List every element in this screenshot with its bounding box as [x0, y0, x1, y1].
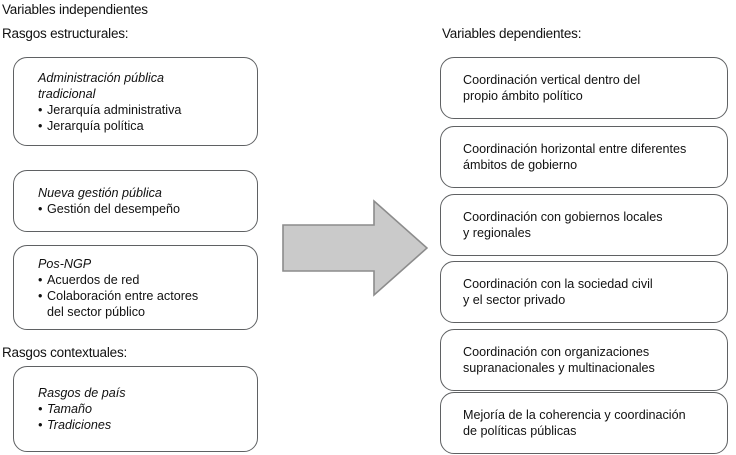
list-item: Colaboración entre actores del sector pú…: [38, 288, 247, 320]
box-title: Pos-NGP: [38, 256, 92, 271]
box-title: Rasgos de país: [38, 385, 126, 400]
box-administracion-publica-tradicional: Administración pública tradicional Jerar…: [13, 57, 258, 146]
right-arrow-icon: [282, 196, 429, 300]
heading-contextual-features: Rasgos contextuales:: [2, 345, 128, 360]
heading-dependent-variables: Variables dependientes:: [442, 26, 582, 41]
box-mejoria-coherencia: Mejoría de la coherencia y coordinación …: [440, 392, 728, 454]
box-coordinacion-vertical: Coordinación vertical dentro del propio …: [440, 57, 728, 119]
box-title: Administración pública tradicional: [38, 70, 164, 101]
list-item: Tamaño: [38, 401, 247, 417]
box-pos-ngp: Pos-NGP Acuerdos de red Colaboración ent…: [13, 245, 258, 330]
box-nueva-gestion-publica: Nueva gestión pública Gestión del desemp…: [13, 170, 258, 232]
box-bullet-list: Jerarquía administrativa Jerarquía polít…: [38, 102, 247, 134]
list-item: Acuerdos de red: [38, 271, 247, 287]
box-coordinacion-organizaciones-supranacionales: Coordinación con organizaciones supranac…: [440, 329, 728, 391]
box-bullet-list: Acuerdos de red Colaboración entre actor…: [38, 271, 247, 319]
box-bullet-list: Gestión del desempeño: [38, 201, 247, 217]
heading-independent-variables: Variables independientes: [2, 2, 148, 17]
list-item: Jerarquía administrativa: [38, 102, 247, 118]
list-item: Gestión del desempeño: [38, 201, 247, 217]
box-text: Coordinación con organizaciones supranac…: [463, 344, 655, 375]
heading-structural-features: Rasgos estructurales:: [2, 26, 129, 41]
box-text: Coordinación con gobiernos locales y reg…: [463, 209, 663, 240]
box-content: Pos-NGP Acuerdos de red Colaboración ent…: [14, 255, 257, 319]
box-content: Administración pública tradicional Jerar…: [14, 69, 257, 134]
box-text: Coordinación vertical dentro del propio …: [463, 72, 641, 103]
box-content: Nueva gestión pública Gestión del desemp…: [14, 185, 257, 217]
list-item: Jerarquía política: [38, 118, 247, 134]
list-item: Tradiciones: [38, 417, 247, 433]
box-rasgos-de-pais: Rasgos de país Tamaño Tradiciones: [13, 366, 258, 452]
box-coordinacion-gobiernos-locales: Coordinación con gobiernos locales y reg…: [440, 194, 728, 256]
box-text: Coordinación horizontal entre diferentes…: [463, 141, 687, 172]
box-text: Mejoría de la coherencia y coordinación …: [463, 407, 686, 438]
box-coordinacion-horizontal: Coordinación horizontal entre diferentes…: [440, 126, 728, 188]
box-text: Coordinación con la sociedad civil y el …: [463, 276, 653, 307]
box-bullet-list: Tamaño Tradiciones: [38, 401, 247, 433]
box-title: Nueva gestión pública: [38, 185, 162, 200]
box-content: Rasgos de país Tamaño Tradiciones: [14, 385, 257, 433]
box-coordinacion-sociedad-civil: Coordinación con la sociedad civil y el …: [440, 261, 728, 323]
